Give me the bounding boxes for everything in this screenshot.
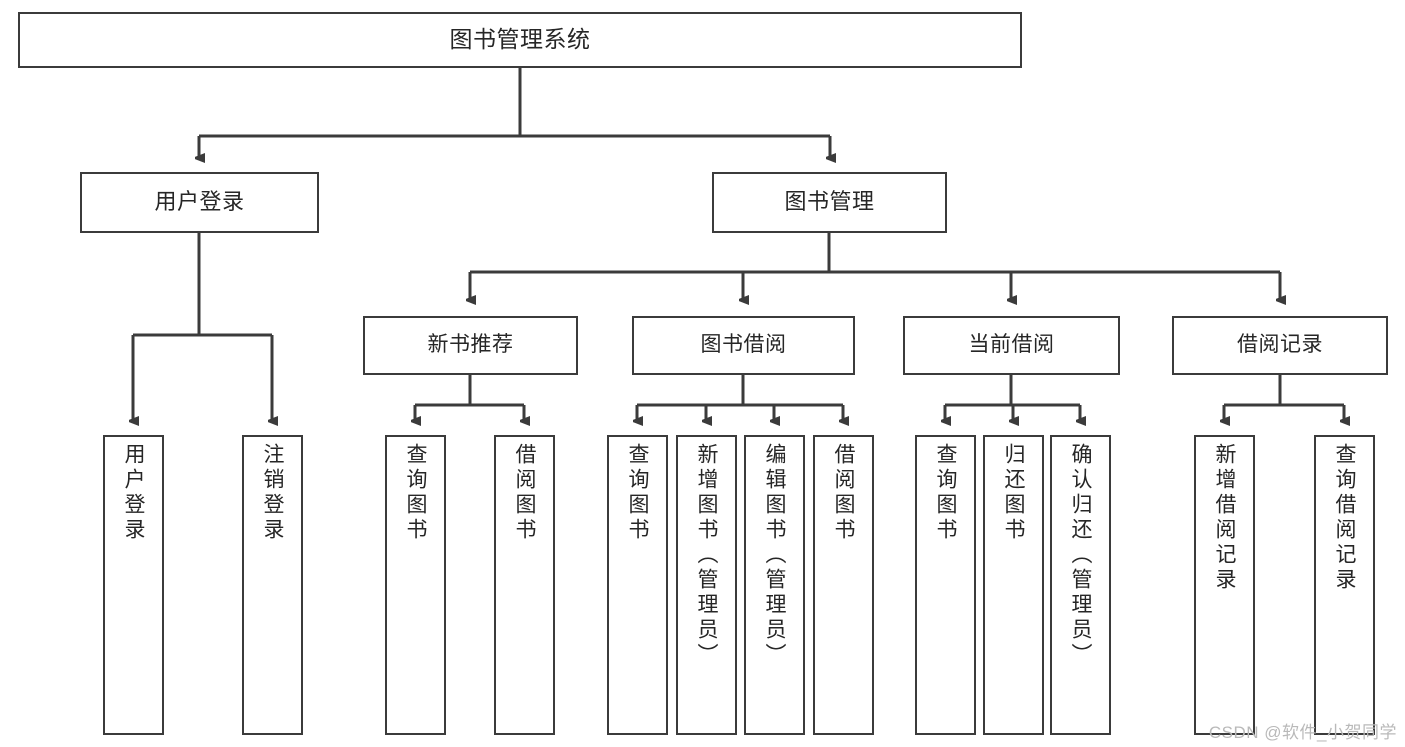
node-label: 图书管理 (784, 189, 875, 215)
node-label: 借阅记录 (1237, 333, 1323, 357)
node-label: 借阅图书 (513, 443, 536, 543)
node-new-book-recommend[interactable]: 新书推荐 (363, 316, 578, 375)
leaf-logout[interactable]: 注销登录 (242, 435, 303, 735)
leaf-confirm-return-admin[interactable]: 确认归还（管理员） (1050, 435, 1111, 735)
node-label: 查询图书 (404, 443, 427, 543)
node-label: 确认归还（管理员） (1069, 443, 1092, 668)
node-book-management[interactable]: 图书管理 (712, 172, 947, 233)
node-label: 注销登录 (261, 443, 284, 543)
leaf-query-book-current[interactable]: 查询图书 (915, 435, 976, 735)
node-label: 借阅图书 (832, 443, 855, 543)
node-label: 编辑图书（管理员） (763, 443, 786, 668)
node-book-borrow[interactable]: 图书借阅 (632, 316, 855, 375)
leaf-edit-book-admin[interactable]: 编辑图书（管理员） (744, 435, 805, 735)
leaf-query-book-borrow[interactable]: 查询图书 (607, 435, 668, 735)
node-current-borrow[interactable]: 当前借阅 (903, 316, 1120, 375)
leaf-query-book-recommend[interactable]: 查询图书 (385, 435, 446, 735)
leaf-borrow-book[interactable]: 借阅图书 (813, 435, 874, 735)
node-borrow-record[interactable]: 借阅记录 (1172, 316, 1388, 375)
watermark-text: CSDN @软件_小贺同学 (1208, 723, 1397, 742)
node-user-login[interactable]: 用户登录 (80, 172, 319, 233)
leaf-return-book[interactable]: 归还图书 (983, 435, 1044, 735)
node-label: 归还图书 (1002, 443, 1025, 543)
leaf-user-login[interactable]: 用户登录 (103, 435, 164, 735)
leaf-borrow-book-recommend[interactable]: 借阅图书 (494, 435, 555, 735)
node-label: 查询图书 (626, 443, 649, 543)
leaf-query-borrow-record[interactable]: 查询借阅记录 (1314, 435, 1375, 735)
node-label: 用户登录 (122, 443, 145, 543)
node-label: 查询图书 (934, 443, 957, 543)
leaf-add-borrow-record[interactable]: 新增借阅记录 (1194, 435, 1255, 735)
leaf-add-book-admin[interactable]: 新增图书（管理员） (676, 435, 737, 735)
node-label: 当前借阅 (968, 333, 1055, 357)
node-label: 图书借阅 (700, 333, 787, 357)
node-label: 用户登录 (154, 189, 245, 215)
node-root-book-management-system[interactable]: 图书管理系统 (18, 12, 1022, 68)
node-label: 新增借阅记录 (1213, 443, 1236, 593)
node-label: 查询借阅记录 (1333, 443, 1356, 593)
node-label: 新书推荐 (427, 333, 514, 357)
node-label: 图书管理系统 (449, 26, 591, 53)
node-label: 新增图书（管理员） (695, 443, 718, 668)
